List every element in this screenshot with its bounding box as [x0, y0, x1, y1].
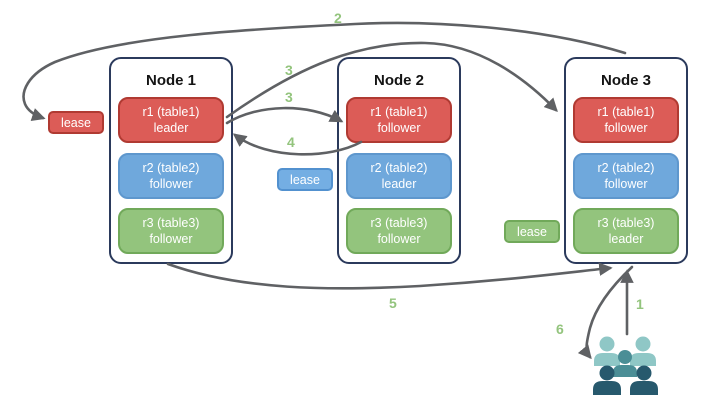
- replica-label: r2 (table2): [597, 160, 655, 175]
- arrow-step-3-to-node2: [225, 106, 344, 125]
- replica-role: follower: [149, 177, 193, 191]
- arrow-step-6-reply: [577, 265, 634, 360]
- lease-tag-r1: lease: [48, 111, 104, 134]
- step-label-3b: 3: [285, 89, 293, 105]
- step-label-4: 4: [287, 134, 295, 150]
- arrow-step-5-response: [166, 262, 613, 290]
- node3-r1-follower: r1 (table1) follower: [573, 97, 679, 143]
- replica-label: r2 (table2): [142, 160, 200, 175]
- replica-role: leader: [153, 121, 189, 135]
- node-2-box: Node 2 r1 (table1) follower r2 (table2) …: [337, 57, 461, 264]
- node1-r1-leader: r1 (table1) leader: [118, 97, 224, 143]
- node-1-title: Node 1: [145, 72, 196, 89]
- step-label-5: 5: [389, 295, 397, 311]
- node3-r3-leader: r3 (table3) leader: [573, 208, 679, 254]
- replica-role: leader: [608, 232, 644, 246]
- replica-label: r3 (table3): [142, 215, 200, 230]
- step-label-2: 2: [334, 10, 342, 26]
- replica-role: follower: [377, 121, 421, 135]
- replica-role: leader: [381, 177, 417, 191]
- node1-r3-follower: r3 (table3) follower: [118, 208, 224, 254]
- replica-label: r2 (table2): [370, 160, 428, 175]
- node-3-box: Node 3 r1 (table1) follower r2 (table2) …: [564, 57, 688, 264]
- replica-role: follower: [604, 177, 648, 191]
- step-label-1: 1: [636, 296, 644, 312]
- replica-role: follower: [377, 232, 421, 246]
- replica-role: follower: [149, 232, 193, 246]
- node2-r3-follower: r3 (table3) follower: [346, 208, 452, 254]
- replica-label: r3 (table3): [370, 215, 428, 230]
- replica-label: r1 (table1): [142, 104, 200, 119]
- node1-r2-follower: r2 (table2) follower: [118, 153, 224, 199]
- users-icon: [593, 336, 658, 395]
- step-label-6: 6: [556, 321, 564, 337]
- node-2-title: Node 2: [373, 72, 424, 89]
- replica-role: follower: [604, 121, 648, 135]
- replica-label: r1 (table1): [597, 104, 655, 119]
- lease-tag-r2: lease: [277, 168, 333, 191]
- step-label-3a: 3: [285, 62, 293, 78]
- node2-r1-follower: r1 (table1) follower: [346, 97, 452, 143]
- replica-label: r1 (table1): [370, 104, 428, 119]
- node2-r2-leader: r2 (table2) leader: [346, 153, 452, 199]
- lease-tag-r3: lease: [504, 220, 560, 243]
- node-3-title: Node 3: [600, 72, 651, 89]
- node3-r2-follower: r2 (table2) follower: [573, 153, 679, 199]
- node-1-box: Node 1 r1 (table1) leader r2 (table2) fo…: [109, 57, 233, 264]
- replica-label: r3 (table3): [597, 215, 655, 230]
